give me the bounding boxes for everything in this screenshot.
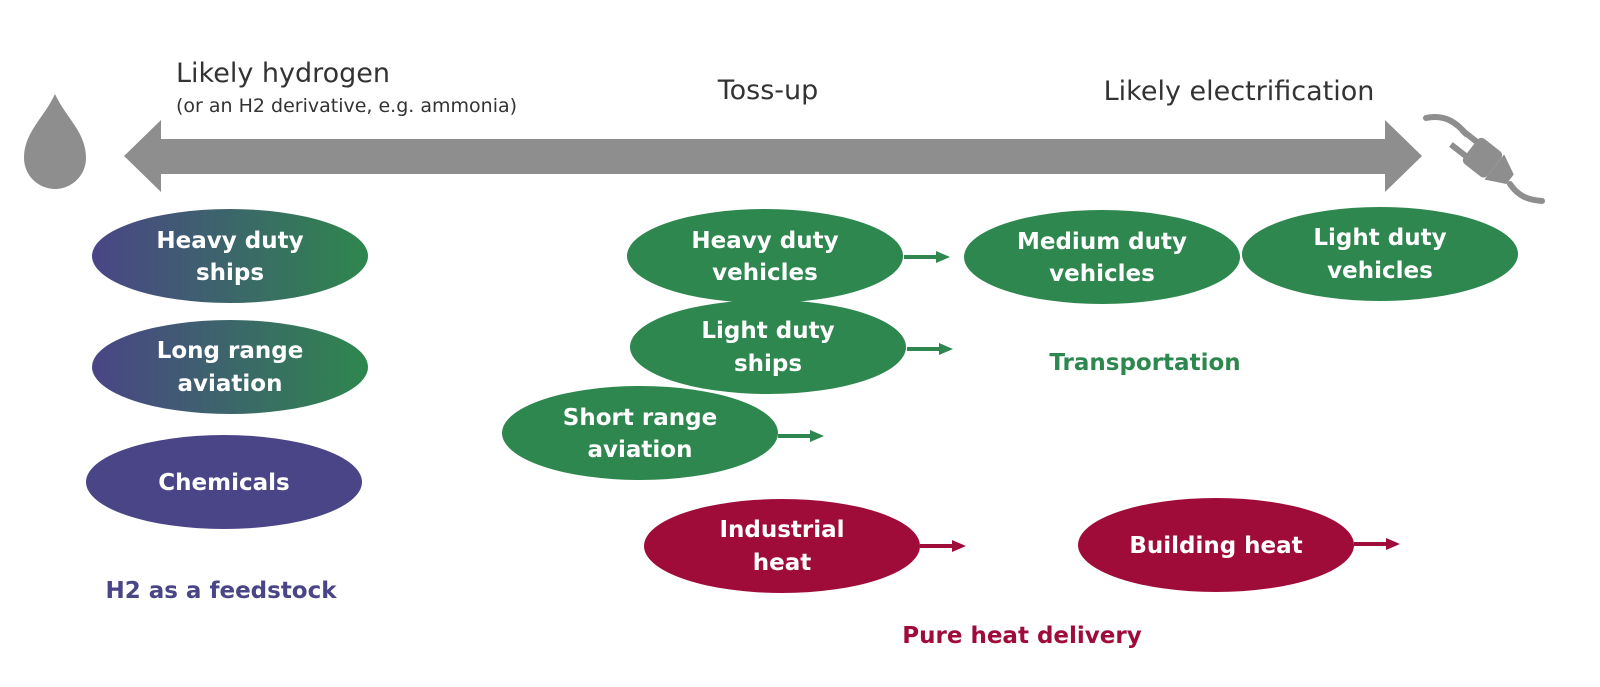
- svg-text:Heavy duty: Heavy duty: [691, 228, 838, 254]
- group-label-transportation: Transportation: [1049, 350, 1240, 376]
- svg-text:vehicles: vehicles: [1327, 258, 1433, 284]
- node-long-range-aviation: Long range aviation: [92, 320, 368, 414]
- svg-text:ships: ships: [196, 260, 264, 286]
- svg-text:Long range: Long range: [157, 338, 304, 364]
- node-industrial-heat: Industrial heat: [644, 499, 920, 593]
- svg-text:Chemicals: Chemicals: [158, 470, 289, 496]
- node-chemicals: Chemicals: [86, 435, 362, 529]
- svg-text:Light duty: Light duty: [701, 318, 834, 344]
- svg-text:Building heat: Building heat: [1129, 533, 1302, 559]
- svg-text:aviation: aviation: [588, 437, 693, 463]
- svg-text:Heavy duty: Heavy duty: [156, 228, 303, 254]
- node-light-duty-vehicles: Light duty vehicles: [1242, 207, 1518, 301]
- node-building-heat: Building heat: [1078, 498, 1354, 592]
- svg-text:vehicles: vehicles: [712, 260, 818, 286]
- node-light-duty-ships: Light duty ships: [630, 300, 906, 394]
- arrow-industrial-heat: [920, 540, 966, 552]
- node-medium-duty-vehicles: Medium duty vehicles: [964, 210, 1240, 304]
- svg-text:Industrial: Industrial: [719, 517, 844, 543]
- svg-text:vehicles: vehicles: [1049, 261, 1155, 287]
- group-label-heat: Pure heat delivery: [902, 623, 1141, 649]
- electric-plug-icon: [1423, 114, 1545, 204]
- arrow-short-range-aviation: [778, 430, 824, 442]
- arrow-light-duty-ships: [907, 343, 953, 355]
- svg-text:Short range: Short range: [563, 405, 717, 431]
- water-drop-icon: [24, 94, 86, 189]
- node-short-range-aviation: Short range aviation: [502, 386, 778, 480]
- left-axis-title: Likely hydrogen: [176, 58, 390, 89]
- node-heavy-duty-ships: Heavy duty ships: [92, 209, 368, 303]
- group-label-feedstock: H2 as a feedstock: [105, 578, 337, 604]
- svg-text:ships: ships: [734, 351, 802, 377]
- arrow-heavy-duty-vehicles: [904, 251, 950, 263]
- node-heavy-duty-vehicles: Heavy duty vehicles: [627, 209, 903, 303]
- svg-text:aviation: aviation: [178, 371, 283, 397]
- axis-double-arrow: [124, 120, 1422, 192]
- arrow-building-heat: [1354, 538, 1400, 550]
- svg-text:Light duty: Light duty: [1313, 225, 1446, 251]
- svg-text:heat: heat: [753, 550, 812, 576]
- right-axis-title: Likely electrification: [1104, 76, 1375, 107]
- left-axis-subtitle: (or an H2 derivative, e.g. ammonia): [176, 95, 517, 117]
- svg-text:Medium duty: Medium duty: [1017, 229, 1187, 255]
- middle-axis-title: Toss-up: [717, 75, 819, 106]
